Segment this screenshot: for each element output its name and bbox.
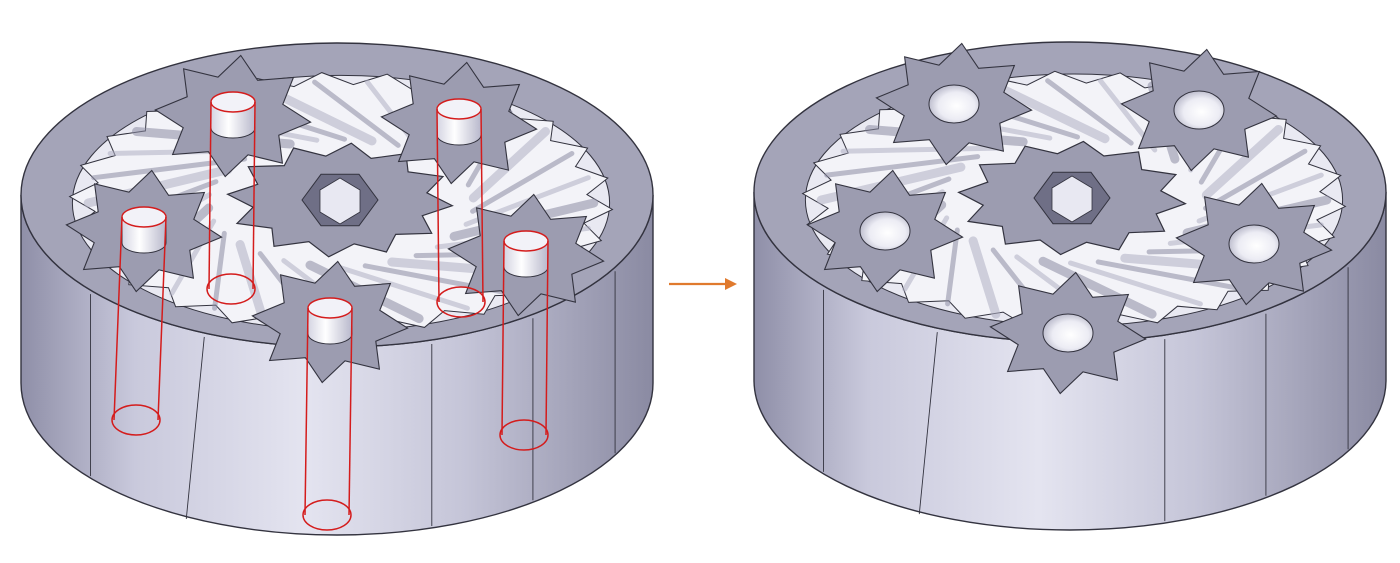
planet-gear [380, 61, 538, 185]
planet-bore-hole [859, 211, 911, 251]
side-facet-line [185, 336, 205, 519]
planet-gear [806, 169, 964, 293]
planet-bore-hole [1042, 313, 1094, 353]
cut-path-line [111, 216, 167, 436]
side-facet-line [918, 332, 938, 515]
planet-gear [154, 54, 312, 178]
planet-bore-hole [1228, 224, 1280, 264]
after-gearbox-render [753, 41, 1387, 531]
planet-gear [1175, 182, 1333, 306]
cut-path-circle [111, 404, 161, 436]
planet-gear [65, 169, 223, 293]
transition-arrow-icon [669, 278, 737, 290]
planet-gear [989, 271, 1147, 395]
cut-path-line [499, 240, 549, 451]
planet-bore-hole [928, 84, 980, 124]
cut-path-line [206, 101, 256, 305]
cut-path-line [436, 108, 486, 318]
cut-path-circle [436, 286, 486, 318]
planet-bore-hole [1173, 90, 1225, 130]
planet-gear [251, 260, 409, 384]
before-gearbox-render [20, 42, 654, 536]
planet-gear [1120, 48, 1278, 172]
planet-gear [875, 42, 1033, 166]
cut-path-circle [206, 273, 256, 305]
cut-path-circle [499, 419, 549, 451]
cut-path-circle [302, 499, 352, 531]
cut-path-line [302, 307, 353, 531]
